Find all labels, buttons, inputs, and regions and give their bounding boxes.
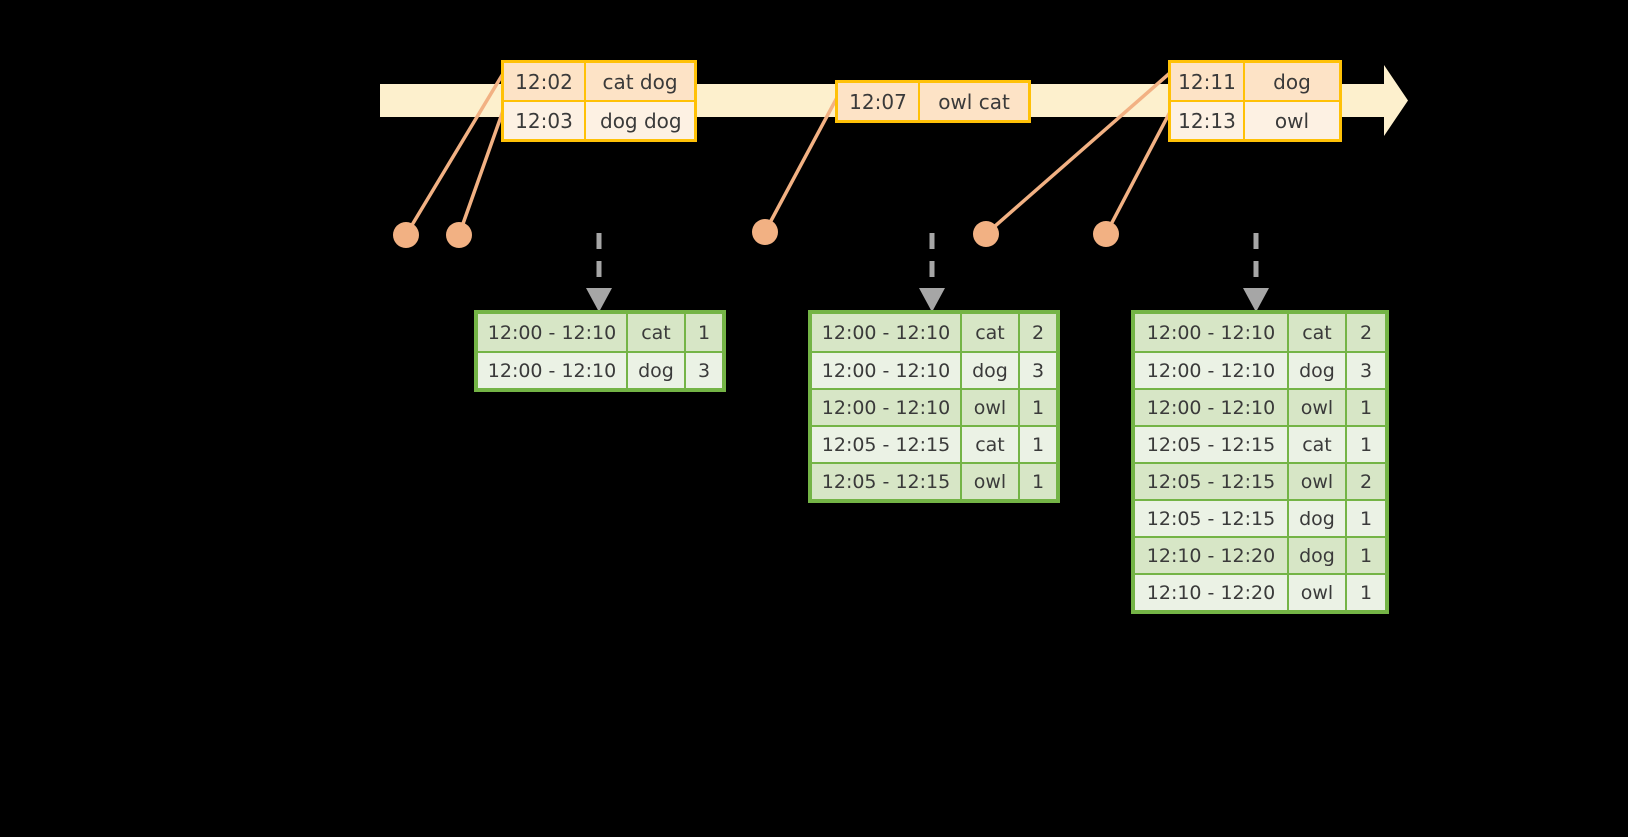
timeline-arrowhead-icon [1368,63,1408,138]
count-cell: 1 [1345,538,1385,573]
event-time: 12:07 [838,83,920,120]
count-cell: 1 [1345,501,1385,536]
event-dot-4 [973,221,999,247]
count-cell: 3 [1345,353,1385,388]
event-time: 12:03 [504,102,586,139]
count-cell: 3 [684,353,722,388]
timeline-event-group-2[interactable]: 12:07 owl cat [835,80,1031,123]
event-time: 12:13 [1171,102,1245,139]
window-cell: 12:05 - 12:15 [1135,427,1287,462]
timeline-event-row[interactable]: 12:02 cat dog [504,63,694,100]
count-cell: 2 [1345,314,1385,351]
word-cell: dog [1287,501,1345,536]
word-cell: owl [1287,464,1345,499]
event-dot-3 [752,219,778,245]
window-cell: 12:00 - 12:10 [1135,314,1287,351]
count-cell: 1 [1018,427,1056,462]
window-cell: 12:00 - 12:10 [812,314,960,351]
window-cell: 12:10 - 12:20 [1135,538,1287,573]
event-words: owl [1274,108,1310,133]
word-cell: dog [626,353,684,388]
word-cell: cat [960,314,1018,351]
count-cell: 1 [1018,390,1056,425]
count-cell: 1 [684,314,722,351]
window-cell: 12:00 - 12:10 [478,353,626,388]
timeline-event-group-3[interactable]: 12:11 dog 12:13 owl [1168,60,1342,142]
window-cell: 12:05 - 12:15 [812,427,960,462]
word-cell: owl [1287,390,1345,425]
event-words: dog [1273,69,1311,94]
word-cell: dog [1287,353,1345,388]
dashed-arrowhead-1 [586,288,612,312]
window-cell: 12:05 - 12:15 [1135,464,1287,499]
window-cell: 12:00 - 12:10 [812,390,960,425]
window-cell: 12:05 - 12:15 [812,464,960,499]
event-dot-1 [393,222,419,248]
timeline-event-row[interactable]: 12:11 dog [1171,63,1339,100]
count-cell: 1 [1345,575,1385,610]
event-time: 12:02 [504,63,586,100]
event-dot-5 [1093,221,1119,247]
count-cell: 1 [1345,427,1385,462]
word-cell: owl [960,464,1018,499]
count-cell: 3 [1018,353,1056,388]
count-cell: 1 [1345,390,1385,425]
window-cell: 12:00 - 12:10 [1135,353,1287,388]
count-cell: 2 [1018,314,1056,351]
word-cell: owl [1287,575,1345,610]
timeline-event-group-1[interactable]: 12:02 cat dog 12:03 dog dog [501,60,697,142]
word-cell: cat [626,314,684,351]
window-cell: 12:10 - 12:20 [1135,575,1287,610]
event-words: owl cat [938,89,1010,114]
event-words: cat dog [602,69,678,94]
word-cell: dog [1287,538,1345,573]
timeline-event-row[interactable]: 12:13 owl [1171,100,1339,139]
count-cell: 1 [1018,464,1056,499]
word-cell: dog [960,353,1018,388]
word-cell: cat [1287,314,1345,351]
count-cell: 2 [1345,464,1385,499]
window-cell: 12:05 - 12:15 [1135,501,1287,536]
event-dot-2 [446,222,472,248]
event-words: dog dog [600,108,682,133]
event-time: 12:11 [1171,63,1245,100]
window-cell: 12:00 - 12:10 [812,353,960,388]
word-cell: cat [960,427,1018,462]
word-cell: cat [1287,427,1345,462]
dashed-arrowhead-3 [1243,288,1269,312]
dashed-arrowhead-2 [919,288,945,312]
window-cell: 12:00 - 12:10 [1135,390,1287,425]
timeline-event-row[interactable]: 12:03 dog dog [504,100,694,139]
window-cell: 12:00 - 12:10 [478,314,626,351]
timeline-event-row[interactable]: 12:07 owl cat [838,83,1028,120]
word-cell: owl [960,390,1018,425]
